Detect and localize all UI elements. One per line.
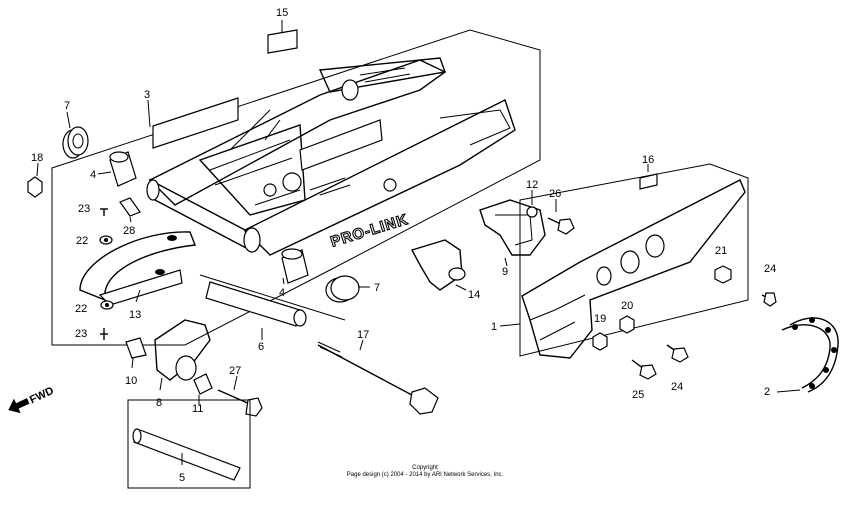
pro-link-logo: PRO-LINK xyxy=(328,210,411,251)
bushing-4-lower[interactable] xyxy=(281,248,309,285)
bearing-7-lower[interactable] xyxy=(325,275,370,303)
copyright: Copyright Page design (c) 2004 - 2014 by… xyxy=(347,465,504,478)
part-label-8[interactable]: 8 xyxy=(156,397,162,409)
bolt-20[interactable] xyxy=(619,315,635,334)
tube-5-panel xyxy=(127,399,251,489)
part-label-17[interactable]: 17 xyxy=(357,329,369,341)
bolt-19[interactable] xyxy=(592,332,608,351)
swingarm-panel xyxy=(51,29,541,346)
sticker-3[interactable] xyxy=(147,97,239,149)
sticker-15[interactable] xyxy=(267,20,298,54)
chain-slider-13[interactable] xyxy=(79,231,196,306)
part-label-24[interactable]: 24 xyxy=(671,381,683,393)
part-label-5[interactable]: 5 xyxy=(179,472,185,484)
part-label-2[interactable]: 2 xyxy=(764,386,770,398)
part-label-1[interactable]: 1 xyxy=(491,321,497,333)
part-label-15[interactable]: 15 xyxy=(276,7,288,19)
part-label-21[interactable]: 21 xyxy=(715,245,727,257)
bolt-27[interactable] xyxy=(217,375,263,417)
part-label-7[interactable]: 7 xyxy=(64,100,70,112)
part-label-22[interactable]: 22 xyxy=(75,303,87,315)
part-label-12[interactable]: 12 xyxy=(526,179,538,191)
bearing-7-upper[interactable] xyxy=(62,111,89,159)
plate-28[interactable] xyxy=(119,197,141,223)
part-label-6[interactable]: 6 xyxy=(258,341,264,353)
part-label-3[interactable]: 3 xyxy=(144,89,150,101)
part-label-23[interactable]: 23 xyxy=(78,203,90,215)
part-labels: 15 3 7 18 4 23 28 22 22 13 23 4 7 6 17 1… xyxy=(31,7,776,484)
part-label-25[interactable]: 25 xyxy=(632,389,644,401)
bolt-26[interactable] xyxy=(547,199,575,235)
svg-text:Page design (c) 2004 - 2014 by: Page design (c) 2004 - 2014 by ARI Netwo… xyxy=(347,472,504,478)
part-label-7[interactable]: 7 xyxy=(374,282,380,294)
part-label-23[interactable]: 23 xyxy=(75,328,87,340)
part-label-11[interactable]: 11 xyxy=(192,403,203,415)
part-label-20[interactable]: 20 xyxy=(621,300,633,312)
bushing-4-upper[interactable] xyxy=(97,151,137,187)
part-label-22[interactable]: 22 xyxy=(76,235,88,247)
bolt-25[interactable] xyxy=(631,359,657,380)
pin-11[interactable] xyxy=(193,373,213,405)
bolt-23-lower[interactable] xyxy=(100,328,108,340)
chain-case-1[interactable] xyxy=(499,179,746,359)
bracket-8[interactable] xyxy=(154,319,211,391)
part-label-4[interactable]: 4 xyxy=(279,287,285,299)
bolt-12[interactable] xyxy=(526,190,538,218)
part-label-4[interactable]: 4 xyxy=(90,169,96,181)
part-label-27[interactable]: 27 xyxy=(229,365,241,377)
washer-22-lower[interactable] xyxy=(100,300,114,310)
part-label-16[interactable]: 16 xyxy=(642,154,654,166)
part-label-14[interactable]: 14 xyxy=(468,289,480,301)
part-label-18[interactable]: 18 xyxy=(31,152,43,164)
part-label-13[interactable]: 13 xyxy=(129,309,141,321)
bolt-21[interactable] xyxy=(714,265,732,284)
bolt-24-lower[interactable] xyxy=(666,344,689,363)
bracket-14[interactable] xyxy=(410,239,467,291)
part-label-19[interactable]: 19 xyxy=(594,313,606,325)
svg-text:Copyright: Copyright xyxy=(412,465,438,471)
pivot-shaft-6[interactable] xyxy=(199,274,346,340)
svg-text:PRO-LINK: PRO-LINK xyxy=(329,211,411,251)
bolt-23-upper[interactable] xyxy=(100,208,108,216)
swingarm[interactable] xyxy=(146,57,516,256)
tube-5[interactable] xyxy=(132,428,241,481)
nut-18[interactable] xyxy=(27,162,43,198)
collar-10[interactable] xyxy=(125,337,147,369)
bolt-24-upper[interactable] xyxy=(761,292,777,307)
chain-case-panel xyxy=(519,163,749,357)
drive-chain-2[interactable] xyxy=(776,317,839,393)
washer-22-upper[interactable] xyxy=(99,235,113,245)
part-label-10[interactable]: 10 xyxy=(125,375,137,387)
sticker-16[interactable] xyxy=(639,164,658,190)
fwd-arrow: FWD xyxy=(8,385,56,414)
part-label-26[interactable]: 26 xyxy=(549,188,561,200)
part-label-9[interactable]: 9 xyxy=(502,266,508,278)
part-label-28[interactable]: 28 xyxy=(123,225,135,237)
part-label-24[interactable]: 24 xyxy=(764,263,776,275)
pivot-bolt-17[interactable] xyxy=(317,339,439,415)
svg-text:FWD: FWD xyxy=(28,385,56,406)
